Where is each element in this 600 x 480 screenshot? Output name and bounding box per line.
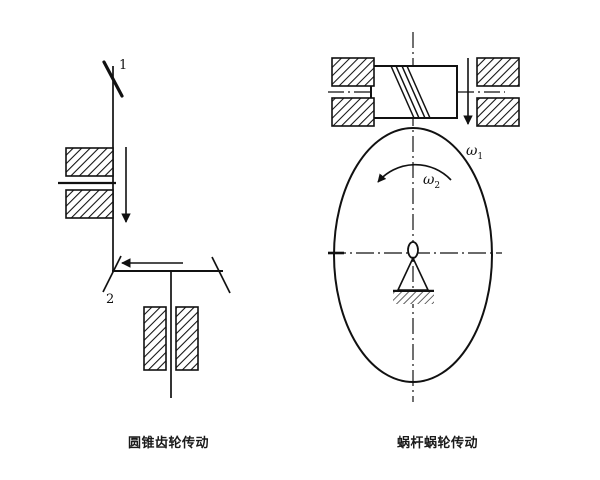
rotation-arc-arrow bbox=[377, 163, 452, 183]
omega1-symbol: ω bbox=[466, 143, 478, 159]
worm-helix-lines bbox=[390, 65, 431, 119]
shaft-label-2: 2 bbox=[106, 292, 115, 307]
caption-worm-gear-drive: 蜗杆蜗轮传动 bbox=[397, 436, 479, 451]
shaft-top-chevron-icon bbox=[102, 60, 124, 98]
lower-bearing-block-left bbox=[143, 306, 167, 371]
left-diagram-bevel-gear bbox=[58, 60, 231, 398]
worm-right-bearing-lower bbox=[476, 97, 520, 127]
worm-wheel-ellipse bbox=[333, 127, 493, 383]
bevel-cone-mark-left bbox=[102, 255, 122, 293]
hub-ellipse bbox=[407, 241, 419, 259]
bevel-cone-mark-right bbox=[211, 256, 231, 294]
omega2-label: ω2 bbox=[423, 172, 440, 191]
left-bearing-block-upper bbox=[65, 147, 114, 177]
shaft-label-1: 1 bbox=[119, 58, 128, 73]
omega1-label: ω1 bbox=[466, 143, 483, 162]
worm-left-bearing-upper bbox=[331, 57, 375, 87]
worm-left-bearing-lower bbox=[331, 97, 375, 127]
caption-bevel-gear-drive: 圆锥齿轮传动 bbox=[128, 436, 210, 451]
omega2-symbol: ω bbox=[423, 172, 435, 188]
omega2-subscript: 2 bbox=[434, 180, 441, 191]
right-diagram-worm-gear bbox=[328, 32, 520, 402]
left-bearing-block-lower bbox=[65, 189, 114, 219]
fixed-support-symbol bbox=[393, 256, 434, 304]
omega1-subscript: 1 bbox=[477, 151, 484, 162]
worm-right-bearing-upper bbox=[476, 57, 520, 87]
lower-bearing-block-right bbox=[175, 306, 199, 371]
